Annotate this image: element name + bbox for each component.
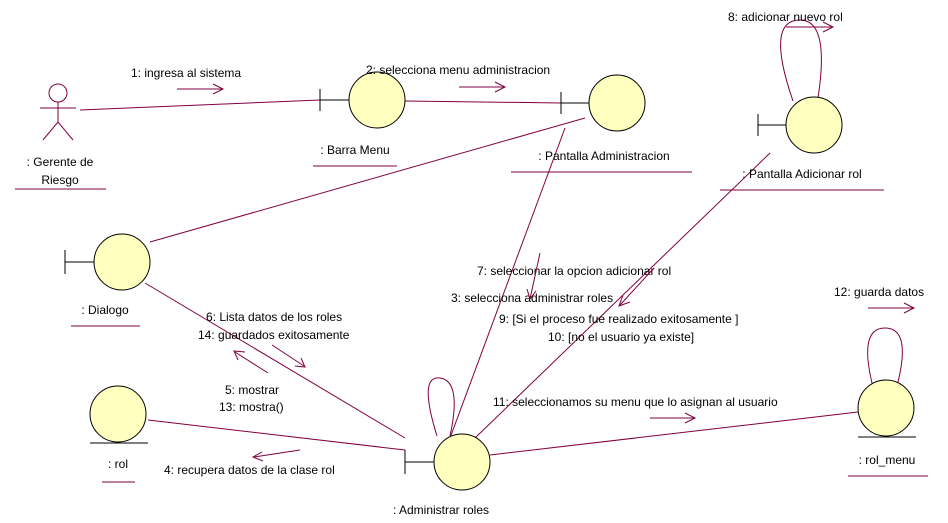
message-2: 2: selecciona menu administracion	[366, 63, 550, 77]
message-8: 8: adicionar nuevo rol	[728, 10, 843, 24]
link-rol-administrar-roles	[147, 419, 406, 451]
message-3-arrow	[526, 252, 541, 301]
link-pantalla-administracion-dialogo	[149, 117, 586, 243]
message-11: 11: seleccionamos su menu que lo asignan…	[493, 395, 778, 409]
message-5-arrow	[233, 350, 269, 374]
administrar-roles-label: : Administrar roles	[393, 503, 489, 517]
link-pantalla-administracion-administrar-roles	[449, 127, 566, 439]
message-13: 13: mostra()	[219, 400, 284, 414]
messages: 1: ingresa al sistema 2: selecciona menu…	[131, 10, 924, 477]
rol-menu-label: : rol_menu	[859, 453, 916, 467]
links	[79, 19, 903, 456]
entity-rol-menu: : rol_menu	[848, 379, 928, 477]
self-link-rol-menu	[867, 327, 903, 388]
message-5: 5: mostrar	[225, 383, 279, 397]
boundary-dialogo: : Dialogo	[64, 233, 151, 327]
message-9-arrow	[618, 267, 655, 307]
message-4-arrow	[251, 449, 301, 462]
rol-label: : rol	[108, 457, 128, 471]
message-2-arrow	[459, 81, 507, 93]
message-12: 12: guarda datos	[834, 285, 924, 299]
link-administrar-roles-rol-menu	[489, 411, 859, 456]
boundary-administrar-roles: : Administrar roles	[393, 433, 491, 517]
message-1-arrow	[177, 83, 225, 95]
barra-menu-label: : Barra Menu	[320, 143, 389, 157]
message-4: 4: recupera datos de la clase rol	[164, 463, 335, 477]
dialogo-label: : Dialogo	[81, 303, 129, 317]
message-6: 6: Lista datos de los roles	[206, 310, 342, 324]
link-barra-menu-pantalla-administracion	[404, 100, 563, 104]
message-7: 7: seleccionar la opcion adicionar rol	[477, 264, 671, 278]
actor-gerente-de-riesgo: : Gerente de Riesgo	[15, 83, 106, 190]
message-1: 1: ingresa al sistema	[131, 66, 241, 80]
boundary-barra-menu: : Barra Menu	[313, 71, 406, 167]
message-11-arrow	[650, 412, 697, 424]
message-arrows	[177, 21, 916, 462]
entity-rol: : rol	[89, 385, 148, 483]
pantalla-administracion-label: : Pantalla Administracion	[538, 149, 669, 163]
message-10: 10: [no el usuario ya existe]	[548, 330, 694, 344]
pantalla-adicionar-rol-label: : Pantalla Adicionar rol	[742, 167, 861, 181]
self-link-administrar-roles	[427, 377, 455, 437]
message-9: 9: [Si el proceso fue realizado exitosam…	[499, 312, 738, 326]
link-actor-barra-menu	[79, 99, 321, 111]
link-dialogo-administrar-roles	[144, 282, 406, 439]
actor-name-line1: : Gerente de	[27, 155, 94, 169]
actor-name-line2: Riesgo	[41, 173, 79, 187]
message-8-arrow	[786, 21, 835, 33]
boundary-pantalla-administracion: : Pantalla Administracion	[511, 74, 692, 173]
self-link-pantalla-adicionar-rol	[780, 19, 822, 102]
boundary-pantalla-adicionar-rol: : Pantalla Adicionar rol	[720, 96, 884, 191]
message-3: 3: selecciona administrar roles	[451, 291, 613, 305]
message-6-arrow	[271, 344, 306, 368]
message-12-arrow	[868, 302, 916, 314]
message-14: 14: guardados exitosamente	[198, 328, 350, 342]
